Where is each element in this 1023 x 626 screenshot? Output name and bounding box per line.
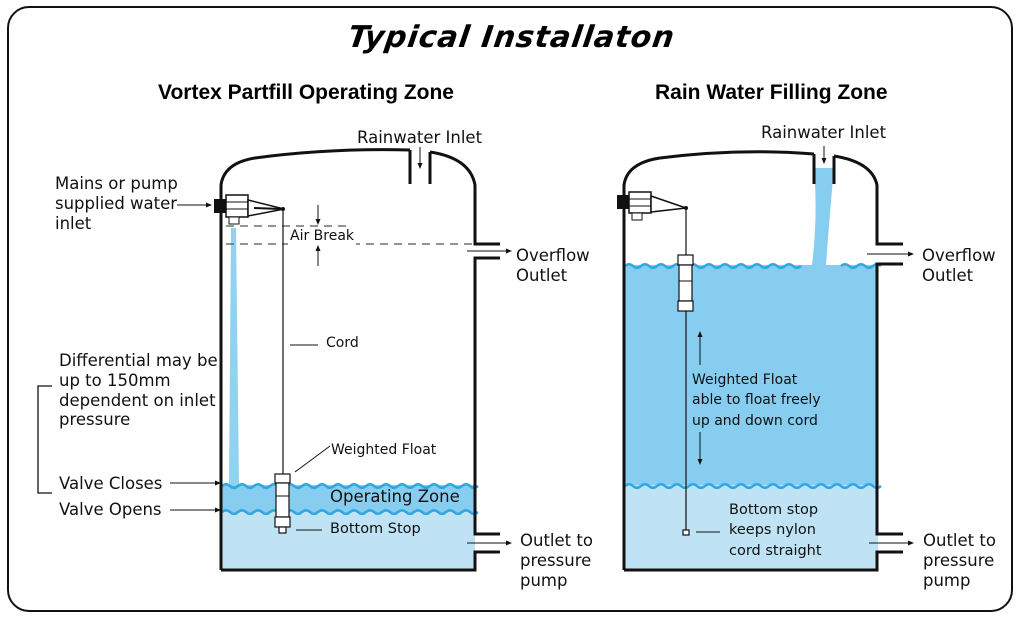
right-tank-outline [622,150,903,572]
right-rain-stream [812,168,834,265]
right-bottom-stop [682,529,690,536]
right-water-upper [624,265,878,485]
right-wave-bottom [624,483,882,489]
right-weighted-float-label: Weighted Float able to float freely up a… [692,372,821,429]
valve-closes-label: Valve Closes [59,474,163,493]
left-float-valve [214,194,285,225]
left-tank-outline [219,148,500,572]
left-outlet-pump-label: Outlet to pressure pump [520,531,593,590]
right-outlet-pump-label: Outlet to pressure pump [923,531,996,590]
right-bottom-stop-label: Bottom stop keeps nylon cord straight [729,502,822,559]
left-bottom-stop-label: Bottom Stop [330,521,421,537]
cord-label: Cord [326,335,359,351]
right-weighted-float [677,254,694,312]
left-panel-heading: Vortex Partfill Operating Zone [158,81,454,104]
left-water-lower [221,512,475,570]
right-rainwater-inlet-label: Rainwater Inlet [761,123,887,142]
left-wave-bottom [221,509,479,515]
diagram-frame [7,6,1013,612]
differential-label: Differential may be up to 150mm dependen… [59,351,218,430]
valve-opens-label: Valve Opens [59,500,162,519]
left-rainwater-inlet-label: Rainwater Inlet [357,128,483,147]
right-panel-heading: Rain Water Filling Zone [655,81,888,104]
operating-zone-label: Operating Zone [330,487,460,506]
left-weighted-float-label: Weighted Float [331,442,437,458]
right-tank [617,146,914,572]
left-inlet-stream [229,228,239,485]
right-float-valve [617,191,688,221]
left-tank [37,147,512,572]
right-overflow-outlet-label: Overflow Outlet [922,246,996,285]
right-water-lower [624,485,878,570]
right-wave-top [624,263,882,269]
left-water-operating-zone [221,485,475,512]
left-weighted-float [274,473,291,534]
left-wave-top [221,483,479,489]
mains-inlet-label: Mains or pump supplied water inlet [55,174,178,233]
air-break-label: Air Break [288,228,357,245]
left-overflow-outlet-label: Overflow Outlet [516,246,590,285]
